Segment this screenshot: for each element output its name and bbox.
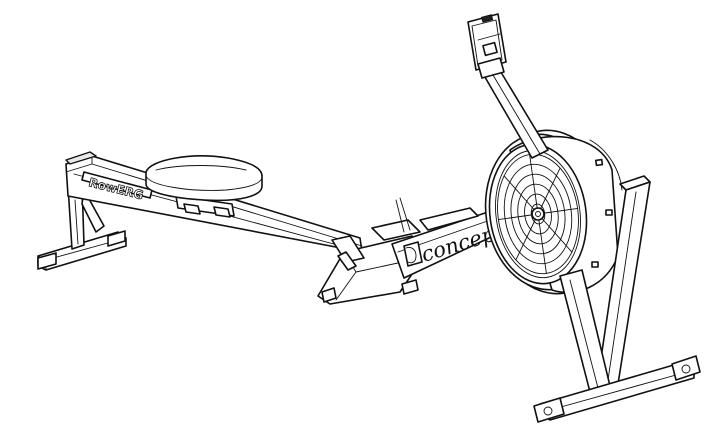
- fan-grille: [497, 153, 579, 275]
- fan-spoke: [537, 213, 547, 274]
- fan-spoke: [503, 175, 539, 215]
- fan-spoke: [529, 154, 539, 215]
- fan-spoke: [537, 213, 573, 253]
- handle: [337, 251, 357, 271]
- seat: [145, 155, 263, 218]
- front-foot: [533, 355, 701, 423]
- front-foot-wheel-right: [671, 355, 701, 381]
- performance-monitor: [467, 13, 507, 79]
- fan-hub: [531, 207, 545, 221]
- brand-logo-mark: [403, 241, 423, 267]
- front-foot-wheel-left: [533, 397, 565, 423]
- model-decal: [81, 171, 153, 199]
- flywheel-housing: [484, 129, 623, 295]
- fan-spoke: [537, 167, 561, 215]
- rear-foot: [37, 230, 127, 271]
- fan-spoke: [515, 213, 539, 261]
